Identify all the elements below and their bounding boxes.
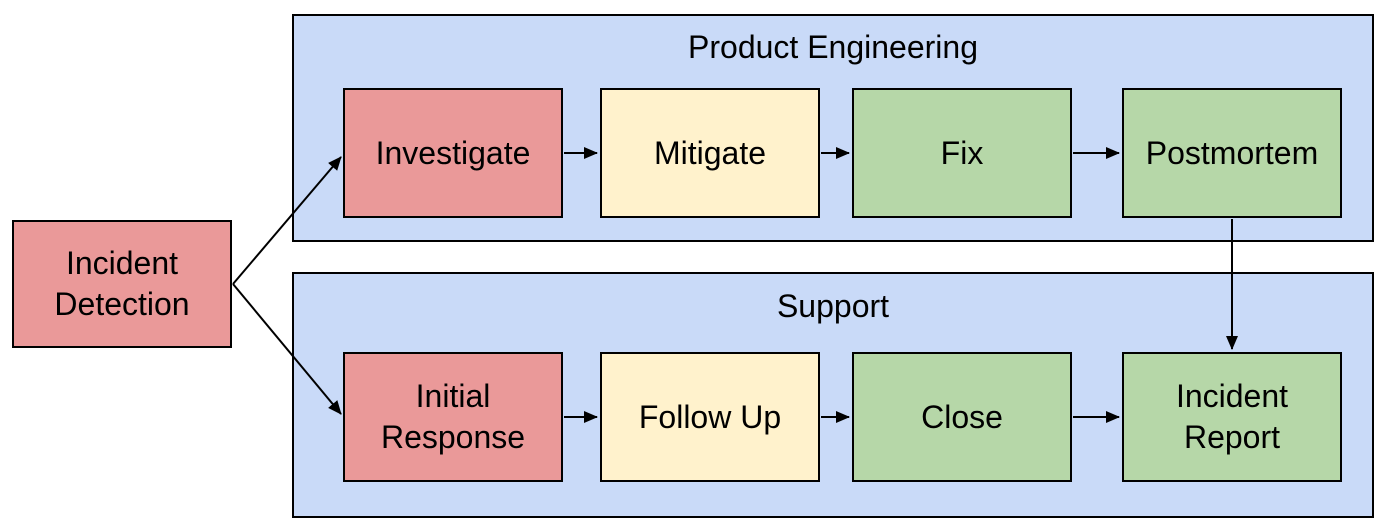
node-investigate: Investigate [343, 88, 563, 218]
node-follow-up: Follow Up [600, 352, 820, 482]
node-close: Close [852, 352, 1072, 482]
node-postmortem: Postmortem [1122, 88, 1342, 218]
lane-title-product-engineering: Product Engineering [688, 29, 978, 65]
lane-title-support: Support [776, 288, 890, 324]
node-incident-report: Incident Report [1122, 352, 1342, 482]
node-initial-response: Initial Response [343, 352, 563, 482]
node-incident-detection: Incident Detection [12, 220, 232, 348]
node-mitigate: Mitigate [600, 88, 820, 218]
node-fix: Fix [852, 88, 1072, 218]
